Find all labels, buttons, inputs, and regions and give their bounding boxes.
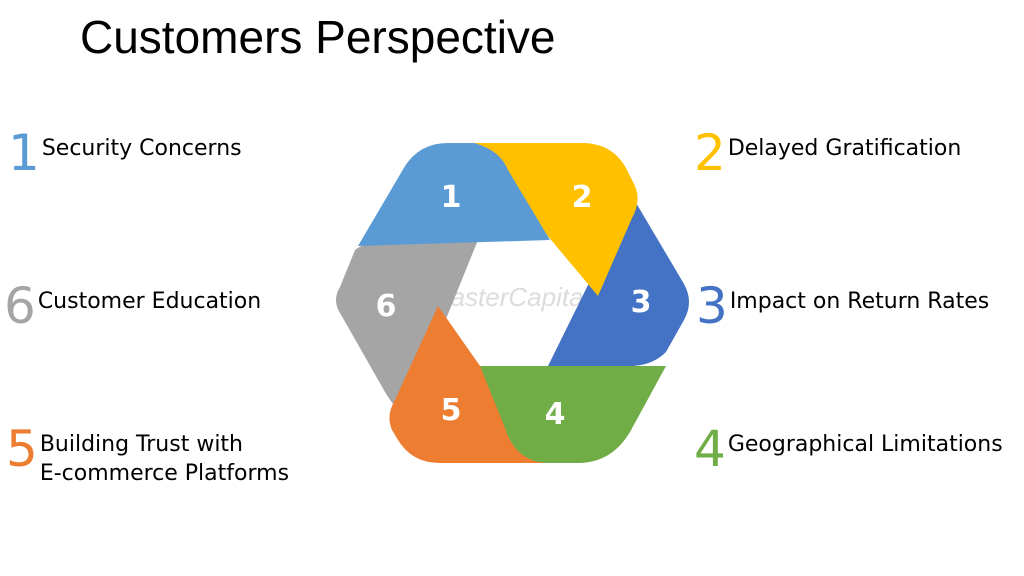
item-label-line: Building Trust with (39, 432, 244, 457)
page-title: Customers Perspective (80, 11, 556, 63)
item-number: 4 (694, 420, 726, 478)
item-label-line: Security Concerns (41, 136, 242, 161)
segment-number: 5 (441, 393, 462, 428)
item-geographical-limitations: 4 Geographical Limitations (694, 424, 1003, 474)
segment-3 (548, 196, 689, 366)
segment-1 (358, 143, 550, 246)
item-label-line: Geographical Limitations (727, 432, 1003, 457)
item-number: 5 (6, 420, 38, 478)
segment-6 (336, 240, 478, 420)
item-label: Geographical Limitations (728, 430, 1003, 459)
item-label: Impact on Return Rates (730, 287, 989, 316)
item-number: 2 (694, 124, 726, 182)
item-number: 6 (4, 277, 36, 335)
item-number: 1 (8, 124, 40, 182)
segment-4 (480, 366, 666, 463)
item-number: 3 (696, 277, 728, 335)
item-impact-on-return-rates: 3 Impact on Return Rates (696, 281, 989, 331)
item-label-line: Impact on Return Rates (729, 289, 990, 314)
item-label: Customer Education (38, 287, 261, 316)
item-label: Security Concerns (42, 134, 242, 163)
item-label-line: E-commerce Platforms (39, 461, 290, 486)
segment-number: 6 (376, 289, 397, 324)
segment-number: 3 (631, 285, 652, 320)
item-customer-education: 6 Customer Education (4, 281, 261, 331)
item-delayed-gratification: 2 Delayed Gratification (694, 128, 961, 178)
watermark: FasterCapital (435, 282, 591, 312)
item-label-line: Customer Education (37, 289, 262, 314)
item-label: Building Trust with E-commerce Platforms (40, 430, 289, 488)
segment-number: 4 (545, 397, 566, 432)
segment-number: 1 (441, 180, 462, 215)
item-label: Delayed Gratification (728, 134, 961, 163)
item-building-trust: 5 Building Trust with E-commerce Platfor… (6, 424, 289, 488)
segment-number: 2 (572, 180, 593, 215)
item-security-concerns: 1 Security Concerns (8, 128, 242, 178)
item-label-line: Delayed Gratification (727, 136, 962, 161)
